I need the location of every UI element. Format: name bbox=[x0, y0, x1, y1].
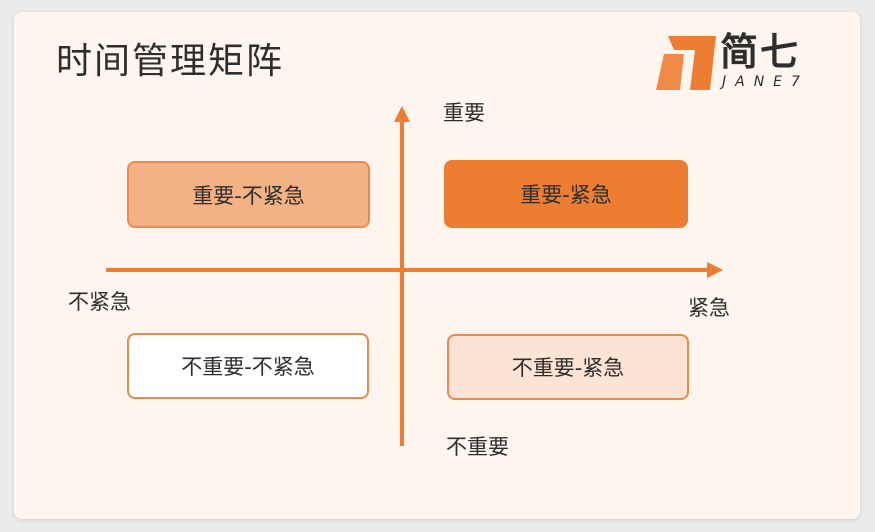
logo-name: 简七 bbox=[720, 30, 801, 74]
horizontal-axis-arrow bbox=[707, 262, 723, 278]
axis-label-not-urgent: 不紧急 bbox=[68, 290, 131, 314]
axis-label-important: 重要 bbox=[443, 101, 485, 125]
quadrant-label: 不重要-不紧急 bbox=[181, 355, 315, 379]
matrix-card bbox=[14, 12, 860, 519]
quadrant-important-urgent: 重要-紧急 bbox=[444, 160, 688, 228]
quadrant-label: 不重要-紧急 bbox=[511, 356, 625, 380]
quadrant-not-important-urgent: 不重要-紧急 bbox=[447, 334, 689, 400]
axis-label-not-important: 不重要 bbox=[446, 435, 509, 459]
quadrant-label: 重要-紧急 bbox=[520, 183, 612, 207]
vertical-axis-arrow bbox=[394, 106, 410, 122]
quadrant-important-not-urgent: 重要-不紧急 bbox=[127, 161, 370, 228]
quadrant-not-important-not-urgent: 不重要-不紧急 bbox=[127, 333, 369, 399]
axis-label-urgent: 紧急 bbox=[688, 296, 730, 320]
quadrant-label: 重要-不紧急 bbox=[192, 183, 305, 208]
logo-subtitle: JANE7 bbox=[722, 74, 809, 90]
logo-mark-icon bbox=[656, 36, 716, 90]
page-title: 时间管理矩阵 bbox=[56, 41, 285, 82]
logo: 简七 JANE7 bbox=[654, 30, 824, 92]
